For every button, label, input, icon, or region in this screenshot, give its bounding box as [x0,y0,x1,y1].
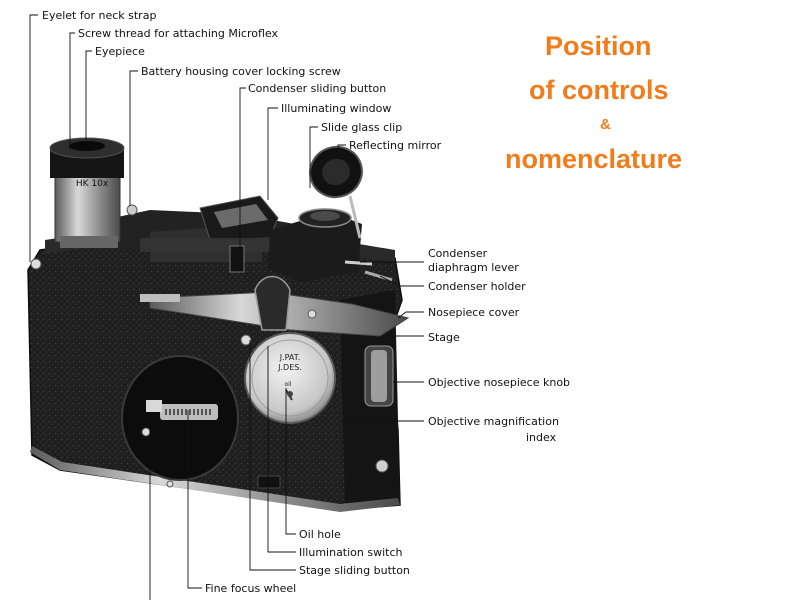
title-line-1: Position [545,31,652,61]
plate-marking-1: J.PAT. [279,353,301,362]
title-line-2: of controls [529,75,669,105]
label-illumination-switch: Illumination switch [299,546,403,559]
label-reflecting-mirror: Reflecting mirror [349,139,442,152]
label-illuminating-window: Illuminating window [281,102,392,115]
label-slide-glass-clip: Slide glass clip [321,121,403,134]
title-ampersand: & [600,116,611,133]
title-line-3: nomenclature [505,144,683,174]
label-objective-index-2: index [526,431,557,444]
oil-marking: oil [284,381,291,388]
label-condenser-diaphragm-1: Condenser [428,247,488,260]
label-stage: Stage [428,331,460,344]
label-objective-knob: Objective nosepiece knob [428,376,571,389]
leader-lines [29,14,424,600]
label-battery-cover: Battery housing cover locking screw [141,65,341,78]
label-screw-thread: Screw thread for attaching Microflex [78,27,278,40]
label-nosepiece-cover: Nosepiece cover [428,306,520,319]
eyepiece-marking: HK 10x [76,179,109,189]
label-condenser-holder: Condenser holder [428,280,526,293]
label-fine-focus: Fine focus wheel [205,582,297,595]
label-oil-hole: Oil hole [299,528,341,541]
label-condenser-sliding: Condenser sliding button [248,82,387,95]
label-condenser-diaphragm-2: diaphragm lever [428,261,519,274]
label-stage-sliding: Stage sliding button [299,564,410,577]
label-objective-index-1: Objective magnification [428,415,559,428]
label-eyepiece: Eyepiece [95,45,145,58]
plate-marking-2: J.DES. [277,363,302,372]
label-eyelet: Eyelet for neck strap [42,9,157,22]
microscope-body: J.PAT. J.DES. oil HK 10x [27,137,410,512]
